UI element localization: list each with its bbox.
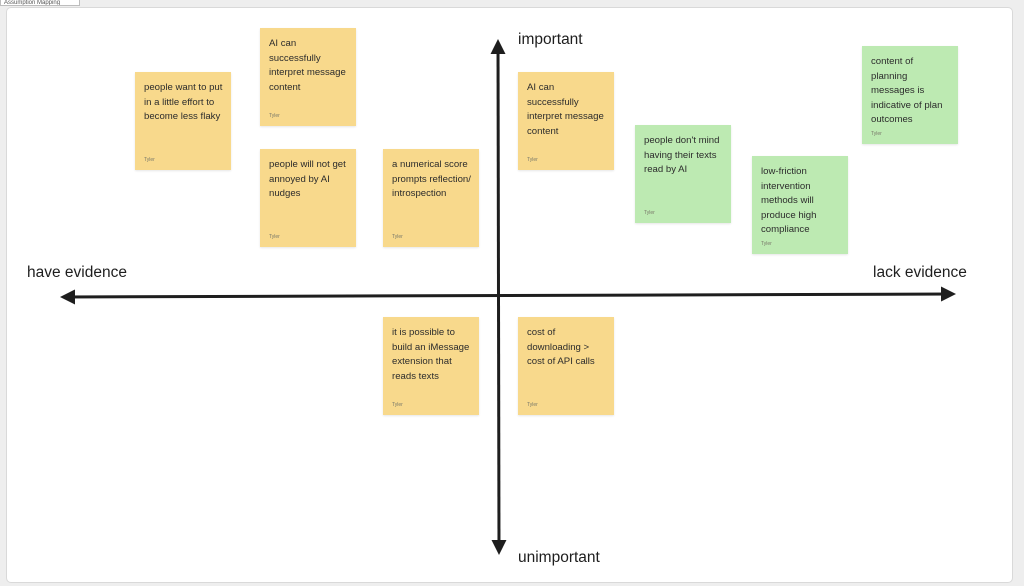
- sticky-note[interactable]: AI can successfully interpret message co…: [260, 28, 356, 126]
- sticky-note[interactable]: it is possible to build an iMessage exte…: [383, 317, 479, 415]
- sticky-note[interactable]: low-friction intervention methods will p…: [752, 156, 848, 254]
- horizontal-axis-arrow: [60, 286, 956, 305]
- frame-title-tab[interactable]: Assumption Mapping: [0, 0, 80, 6]
- sticky-note-author: Tyler: [144, 157, 155, 163]
- sticky-note-text: people will not get annoyed by AI nudges: [269, 159, 346, 200]
- sticky-note-author: Tyler: [392, 234, 403, 240]
- sticky-note-author: Tyler: [761, 241, 772, 247]
- sticky-note-author: Tyler: [269, 113, 280, 119]
- sticky-note-author: Tyler: [527, 402, 538, 408]
- axes-svg: [60, 39, 956, 555]
- sticky-note-text: cost of downloading > cost of API calls: [527, 327, 595, 368]
- assumption-map-board[interactable]: important unimportant have evidence lack…: [6, 7, 1013, 583]
- sticky-note-text: low-friction intervention methods will p…: [761, 166, 817, 236]
- sticky-note-author: Tyler: [527, 157, 538, 163]
- sticky-note-text: content of planning messages is indicati…: [871, 56, 943, 126]
- axis-label-have-evidence: have evidence: [27, 264, 127, 281]
- axis-label-important: important: [518, 31, 583, 48]
- sticky-note-author: Tyler: [392, 402, 403, 408]
- sticky-note[interactable]: a numerical score prompts reflection/ in…: [383, 149, 479, 247]
- sticky-note[interactable]: people will not get annoyed by AI nudges…: [260, 149, 356, 247]
- axis-label-lack-evidence: lack evidence: [873, 264, 967, 281]
- sticky-note[interactable]: content of planning messages is indicati…: [862, 46, 958, 144]
- vertical-axis-arrow: [490, 39, 507, 555]
- axis-label-unimportant: unimportant: [518, 549, 600, 566]
- sticky-note-text: a numerical score prompts reflection/ in…: [392, 159, 471, 200]
- sticky-note-text: people don't mind having their texts rea…: [644, 135, 720, 176]
- sticky-note-text: people want to put in a little effort to…: [144, 82, 223, 123]
- sticky-note-text: AI can successfully interpret message co…: [527, 82, 604, 137]
- sticky-note[interactable]: people don't mind having their texts rea…: [635, 125, 731, 223]
- sticky-note-author: Tyler: [871, 131, 882, 137]
- sticky-note-author: Tyler: [644, 210, 655, 216]
- sticky-note-text: it is possible to build an iMessage exte…: [392, 327, 470, 382]
- sticky-note-author: Tyler: [269, 234, 280, 240]
- sticky-note-text: AI can successfully interpret message co…: [269, 38, 346, 93]
- sticky-note[interactable]: cost of downloading > cost of API calls …: [518, 317, 614, 415]
- sticky-note[interactable]: AI can successfully interpret message co…: [518, 72, 614, 170]
- sticky-note[interactable]: people want to put in a little effort to…: [135, 72, 231, 170]
